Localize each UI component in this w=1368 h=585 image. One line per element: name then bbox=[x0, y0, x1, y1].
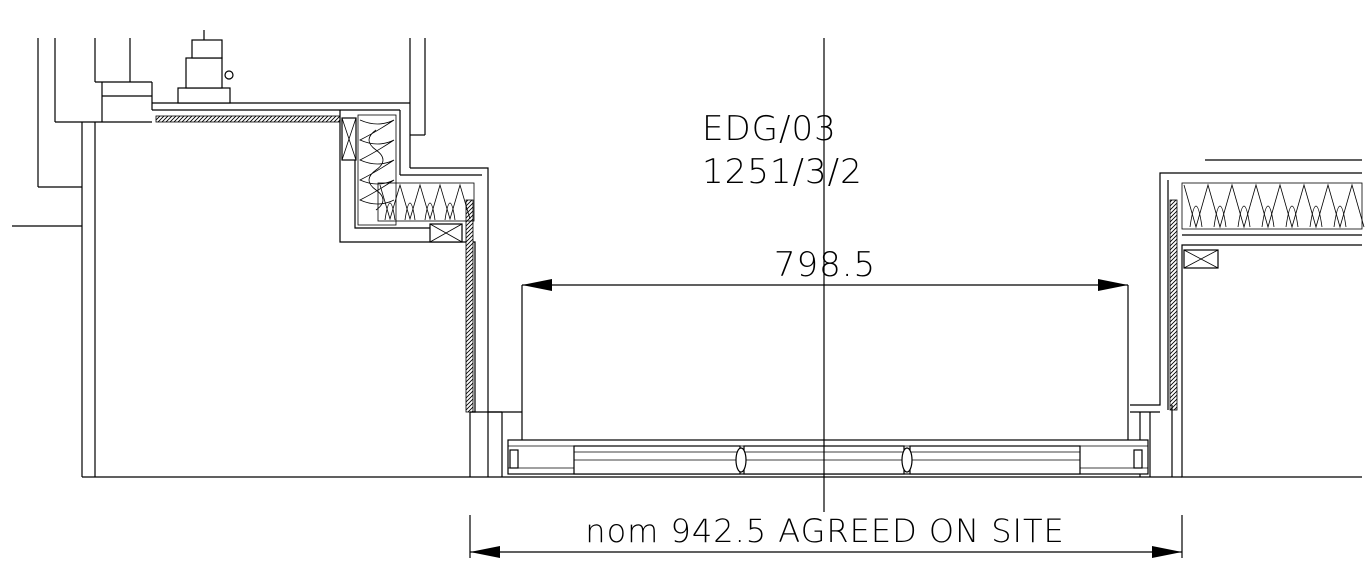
left-wall-structure bbox=[12, 38, 502, 478]
overall-dimension-line bbox=[469, 515, 1183, 558]
roof-membrane-left bbox=[152, 38, 426, 175]
insulation-left-horizontal bbox=[377, 182, 475, 222]
right-wall-structure bbox=[1130, 159, 1362, 478]
roof-outlet-fixture bbox=[177, 30, 234, 104]
overall-dimension-label: nom 942.5 AGREED ON SITE bbox=[585, 512, 1064, 550]
inner-dimension-label: 798.5 bbox=[774, 245, 876, 285]
drawing-ref-code: EDG/03 bbox=[702, 109, 837, 149]
drawing-ref-number: 1251/3/2 bbox=[702, 152, 863, 192]
insulation-right-horizontal bbox=[1181, 182, 1365, 230]
insulation-left-vertical bbox=[357, 114, 397, 226]
inner-dimension-line bbox=[521, 279, 1129, 400]
rooflight-frame bbox=[469, 400, 1182, 478]
stepped-parapet-left bbox=[339, 110, 502, 413]
